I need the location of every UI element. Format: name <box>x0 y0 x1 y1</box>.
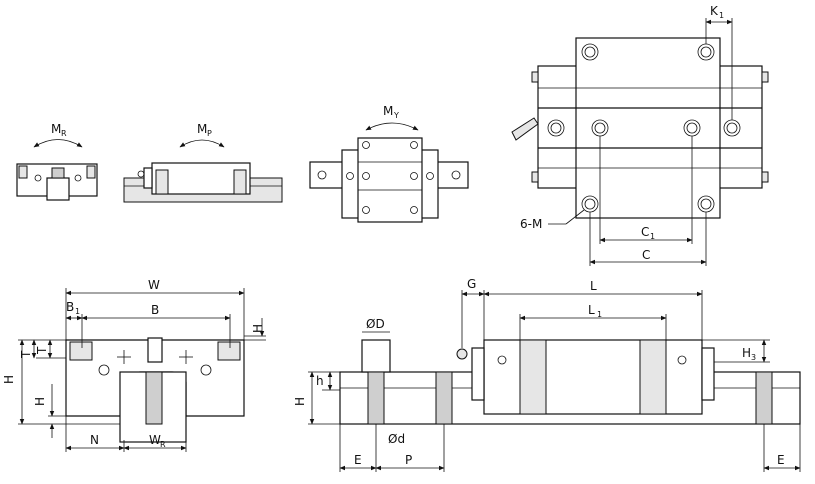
wr-label: W <box>149 433 161 447</box>
e-right-label: E <box>777 453 785 467</box>
yaw-bolt-holes <box>346 141 434 214</box>
pitch-arrow <box>179 139 225 148</box>
grease-nipple <box>511 117 539 141</box>
side-view: ØD h H Ød E P G L L 1 <box>293 277 801 472</box>
rail-bolt-left <box>367 371 385 425</box>
rail-bolt-right <box>755 371 773 425</box>
roll-arrow <box>33 139 83 148</box>
k1-sub: 1 <box>719 11 724 20</box>
d-label: Ød <box>388 432 405 446</box>
k1-label: K <box>710 4 719 18</box>
roll-moment-view: M R <box>16 122 98 201</box>
h1-label: H <box>33 397 47 406</box>
top-view-block <box>575 37 721 219</box>
t1-label: T <box>19 350 33 359</box>
h2-label: H <box>251 324 265 333</box>
c1-sub: 1 <box>650 232 655 241</box>
b1-sub: 1 <box>75 307 80 316</box>
n-label: N <box>90 433 99 447</box>
b-label: B <box>151 303 159 317</box>
h-label: H <box>2 375 16 384</box>
pitch-sub: P <box>207 129 212 138</box>
roll-sub: R <box>61 129 67 138</box>
yaw-arrow <box>365 122 419 131</box>
c1-label: C <box>641 225 649 239</box>
g-label: G <box>467 277 476 291</box>
pitch-label: M <box>197 122 207 136</box>
roll-rail <box>46 177 70 201</box>
side-view-block <box>483 339 703 415</box>
od-label: ØD <box>366 317 385 331</box>
c-label: C <box>642 248 650 262</box>
p-label: P <box>405 453 412 467</box>
l1-sub: 1 <box>597 310 602 319</box>
wr-sub: R <box>160 440 166 449</box>
l-label: L <box>590 279 597 293</box>
hr-label: H <box>293 397 307 406</box>
l1-label: L <box>588 303 595 317</box>
side-grease-nipple <box>456 348 468 360</box>
thread-label: 6-M <box>520 217 542 231</box>
w-label: W <box>148 278 160 292</box>
yaw-moment-view: M Y <box>309 104 469 223</box>
h-small-label: h <box>316 374 324 388</box>
t-label: T <box>35 346 49 355</box>
h3-sub: 3 <box>751 353 756 362</box>
rail-bolt-middle <box>435 371 453 425</box>
roll-label: M <box>51 122 61 136</box>
yaw-label: M <box>383 104 393 118</box>
e-left-label: E <box>354 453 362 467</box>
top-view-bolt-holes <box>547 43 741 213</box>
b1-label: B <box>66 300 74 314</box>
pitch-moment-view: M P <box>123 122 283 203</box>
yaw-sub: Y <box>393 111 399 120</box>
front-view: W B 1 B H T T H H N W R <box>2 278 266 452</box>
h3-label: H <box>742 346 751 360</box>
top-view: K 1 6-M C 1 C <box>511 4 769 266</box>
